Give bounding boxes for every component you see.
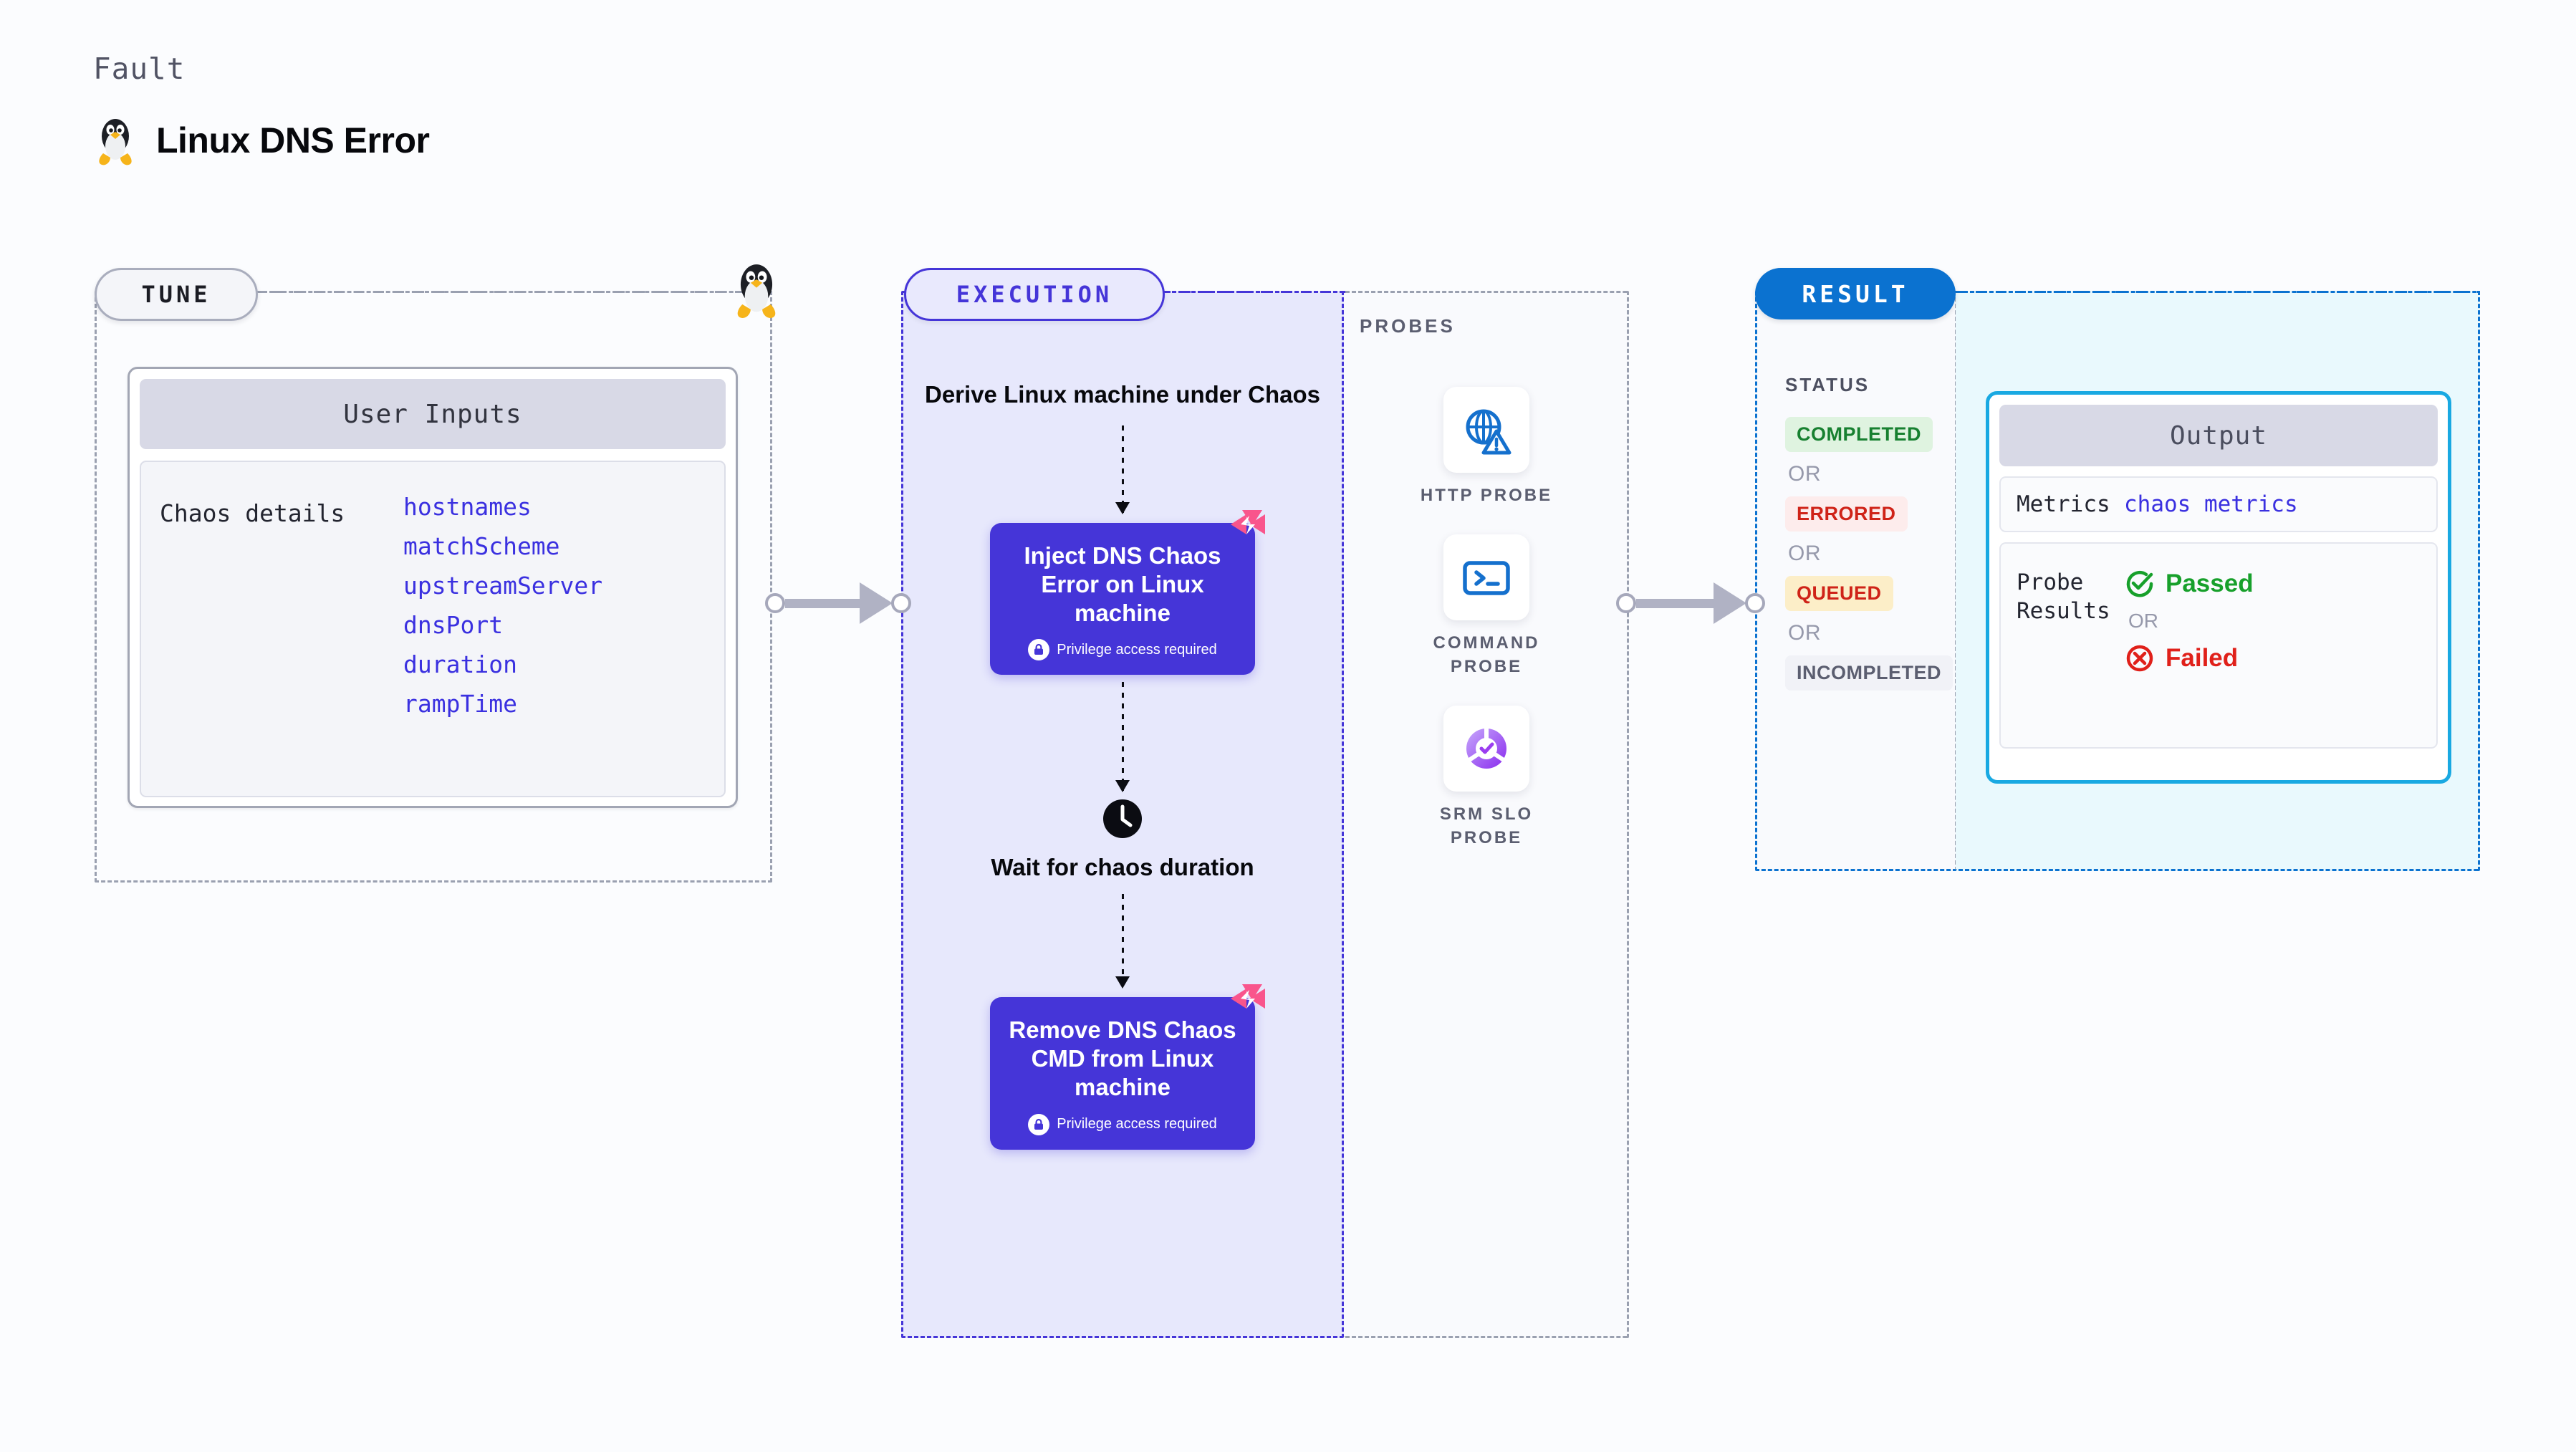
page-title: Linux DNS Error bbox=[156, 120, 430, 160]
probes-label: PROBES bbox=[1360, 315, 1456, 337]
param-duration[interactable]: duration bbox=[403, 650, 517, 678]
exec-node-inject-dns-chaos[interactable]: Inject DNS Chaos Error on Linux machine … bbox=[990, 509, 1265, 675]
status-or-label: OR bbox=[1788, 542, 1821, 565]
execution-boundary-dashed-line bbox=[1160, 291, 1345, 293]
connector-tune-to-execution bbox=[765, 582, 911, 625]
status-list: COMPLETED OR ERRORED OR QUEUED OR INCOMP… bbox=[1785, 417, 1953, 691]
connector-probes-to-result bbox=[1616, 582, 1765, 625]
param-dnsport[interactable]: dnsPort bbox=[403, 611, 504, 639]
metrics-value[interactable]: chaos metrics bbox=[2124, 491, 2298, 517]
linux-penguin-icon bbox=[737, 264, 776, 318]
execution-stage-pill[interactable]: EXECUTION bbox=[904, 268, 1165, 321]
status-or-label: OR bbox=[1788, 621, 1821, 645]
status-badge-errored: ERRORED bbox=[1785, 496, 1908, 532]
param-hostnames[interactable]: hostnames bbox=[403, 493, 532, 521]
privilege-note-text: Privilege access required bbox=[1057, 641, 1217, 658]
output-probe-results-row: Probe Results Passed OR Failed bbox=[1999, 542, 2438, 749]
probes-list: HTTP PROBE COMMAND PROBE bbox=[1344, 387, 1629, 850]
flow-arrow-icon bbox=[1121, 682, 1124, 792]
probe-result-passed-label: Passed bbox=[2166, 569, 2254, 597]
tune-boundary-dashed-line bbox=[254, 291, 748, 293]
clock-icon bbox=[1103, 799, 1142, 839]
status-or-label: OR bbox=[1788, 462, 1821, 486]
probe-item-http[interactable]: HTTP PROBE bbox=[1421, 387, 1552, 507]
terminal-icon bbox=[1463, 561, 1510, 596]
connector-line bbox=[785, 598, 861, 608]
probe-item-command[interactable]: COMMAND PROBE bbox=[1411, 534, 1562, 678]
status-badge-queued: QUEUED bbox=[1785, 576, 1893, 611]
lock-icon bbox=[1028, 1113, 1050, 1135]
globe-warning-icon bbox=[1466, 409, 1512, 455]
exec-node-title: Remove DNS Chaos CMD from Linux machine bbox=[1009, 1016, 1236, 1101]
connector-line bbox=[1636, 598, 1715, 608]
chaos-details-label: Chaos details bbox=[160, 499, 345, 527]
page-title-row: Linux DNS Error bbox=[93, 115, 430, 166]
connector-end-dot bbox=[891, 593, 911, 613]
status-badge-completed: COMPLETED bbox=[1785, 417, 1933, 452]
connector-start-dot bbox=[1616, 593, 1636, 613]
status-badge-incompleted: INCOMPLETED bbox=[1785, 655, 1953, 691]
slo-donut-check-icon bbox=[1466, 729, 1506, 769]
user-inputs-header: User Inputs bbox=[140, 379, 726, 449]
check-circle-icon bbox=[2126, 570, 2153, 597]
privilege-note-text: Privilege access required bbox=[1057, 1116, 1217, 1133]
probe-result-passed: Passed bbox=[2124, 568, 2254, 600]
probe-results-values: Passed OR Failed bbox=[2124, 568, 2254, 731]
chaos-details-box: Chaos details hostnames matchScheme upst… bbox=[140, 461, 726, 797]
param-matchscheme[interactable]: matchScheme bbox=[403, 532, 560, 560]
probe-item-srm-slo[interactable]: SRM SLO PROBE bbox=[1411, 706, 1562, 850]
probe-tile[interactable] bbox=[1443, 706, 1529, 792]
tune-stage-pill[interactable]: TUNE bbox=[95, 268, 258, 321]
chaos-details-params: hostnames matchScheme upstreamServer dns… bbox=[403, 495, 602, 796]
result-boundary-dashed-line bbox=[1956, 291, 2480, 293]
connector-arrowhead-icon bbox=[860, 582, 893, 624]
privilege-note: Privilege access required bbox=[1004, 1113, 1241, 1135]
lock-icon bbox=[1028, 639, 1050, 661]
param-ramptime[interactable]: rampTime bbox=[403, 690, 517, 718]
connector-end-dot bbox=[1745, 593, 1765, 613]
user-inputs-card: User Inputs Chaos details hostnames matc… bbox=[128, 367, 738, 808]
exec-step-derive-label: Derive Linux machine under Chaos bbox=[925, 381, 1320, 408]
exec-step-wait-label: Wait for chaos duration bbox=[991, 854, 1254, 881]
output-header: Output bbox=[1999, 405, 2438, 466]
linux-penguin-icon bbox=[99, 119, 132, 165]
connector-start-dot bbox=[765, 593, 785, 613]
chaos-corner-badge-icon bbox=[1231, 509, 1265, 534]
metrics-key: Metrics bbox=[2017, 491, 2110, 517]
probe-result-or-label: OR bbox=[2128, 610, 2158, 632]
probe-results-key: Probe Results bbox=[2017, 569, 2110, 625]
connector-arrowhead-icon bbox=[1714, 582, 1746, 624]
param-upstreamserver[interactable]: upstreamServer bbox=[403, 572, 603, 600]
page-kicker: Fault bbox=[93, 52, 186, 86]
flow-arrow-icon bbox=[1121, 893, 1124, 987]
exec-node-remove-dns-chaos[interactable]: Remove DNS Chaos CMD from Linux machine … bbox=[990, 984, 1265, 1150]
probe-result-failed: Failed bbox=[2124, 643, 2254, 674]
status-label: STATUS bbox=[1785, 374, 1870, 395]
privilege-note: Privilege access required bbox=[1004, 639, 1241, 661]
x-circle-icon bbox=[2126, 645, 2153, 672]
flow-arrow-icon bbox=[1121, 425, 1124, 513]
probe-label: COMMAND PROBE bbox=[1433, 633, 1540, 676]
probe-result-failed-label: Failed bbox=[2166, 644, 2239, 672]
probe-tile[interactable] bbox=[1443, 387, 1529, 473]
chaos-corner-badge-icon bbox=[1231, 984, 1265, 1009]
probe-tile[interactable] bbox=[1443, 534, 1529, 621]
probe-label: HTTP PROBE bbox=[1420, 486, 1553, 505]
probe-label: SRM SLO PROBE bbox=[1439, 804, 1534, 847]
output-card: Output Metrics chaos metrics Probe Resul… bbox=[1986, 391, 2451, 784]
exec-node-title: Inject DNS Chaos Error on Linux machine bbox=[1024, 542, 1221, 627]
execution-flow: Derive Linux machine under Chaos Inject … bbox=[901, 380, 1344, 1150]
result-stage-pill[interactable]: RESULT bbox=[1755, 268, 1956, 319]
output-metrics-row: Metrics chaos metrics bbox=[1999, 476, 2438, 532]
